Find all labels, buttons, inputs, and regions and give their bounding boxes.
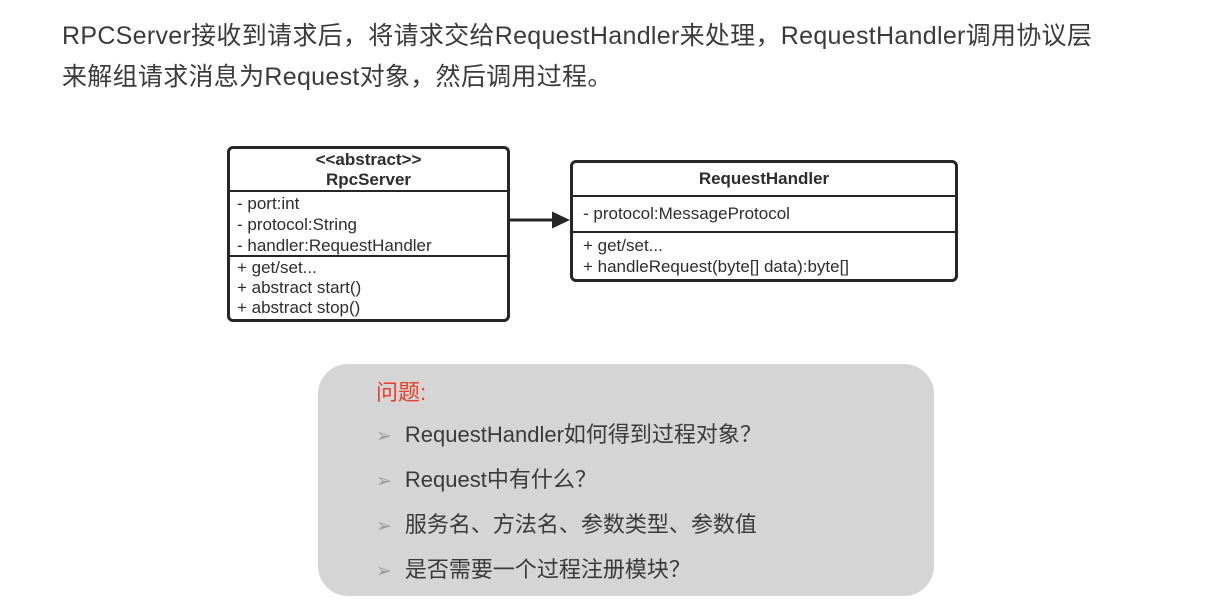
note-item: ➢ 是否需要一个过程注册模块？ [376, 555, 914, 587]
uml-attribute: - protocol:MessageProtocol [583, 204, 790, 223]
association-arrow-icon [508, 211, 570, 229]
uml-attribute: - port:int [237, 194, 300, 213]
note-item: ➢ RequestHandler如何得到过程对象？ [376, 420, 914, 452]
uml-class-rpcserver-attributes: - port:int - protocol:String - handler:R… [230, 190, 507, 255]
uml-class-name: RequestHandler [698, 169, 830, 188]
uml-class-rpcserver-header: <<abstract>> RpcServer [230, 149, 507, 190]
note-item: ➢ 服务名、方法名、参数类型、参数值 [376, 510, 914, 542]
uml-method: + get/set... [583, 236, 663, 255]
note-item-text: RequestHandler如何得到过程对象？ [404, 422, 762, 447]
uml-attribute: - protocol:String [237, 215, 357, 234]
intro-paragraph: RPCServer接收到请求后，将请求交给RequestHandler来处理，R… [62, 16, 1182, 98]
note-item-text: 是否需要一个过程注册模块？ [404, 557, 691, 582]
note-item-text: 服务名、方法名、参数类型、参数值 [404, 512, 757, 537]
uml-method: + abstract stop() [237, 298, 361, 317]
uml-class-requesthandler: RequestHandler - protocol:MessageProtoco… [570, 160, 958, 282]
arrowhead-bullet-icon: ➢ [376, 516, 392, 537]
note-item-text: Request中有什么？ [404, 467, 597, 492]
uml-attribute: - handler:RequestHandler [237, 236, 432, 255]
uml-class-requesthandler-attributes: - protocol:MessageProtocol [573, 195, 955, 231]
uml-class-requesthandler-header: RequestHandler [573, 163, 955, 195]
uml-method: + abstract start() [237, 278, 362, 297]
uml-class-requesthandler-methods: + get/set... + handleRequest(byte[] data… [573, 231, 955, 277]
uml-stereotype: <<abstract>> [315, 150, 422, 169]
uml-method: + handleRequest(byte[] data):byte[] [583, 257, 850, 276]
intro-paragraph-line: 来解组请求消息为Request对象，然后调用过程。 [62, 63, 613, 91]
uml-class-rpcserver: <<abstract>> RpcServer - port:int - prot… [227, 146, 510, 322]
uml-method: + get/set... [237, 258, 317, 277]
note-item: ➢ Request中有什么？ [376, 465, 914, 497]
arrowhead-bullet-icon: ➢ [376, 471, 392, 492]
question-note: 问题: ➢ RequestHandler如何得到过程对象？ ➢ Request中… [318, 364, 934, 596]
note-title: 问题: [376, 380, 427, 405]
intro-paragraph-line: RPCServer接收到请求后，将请求交给RequestHandler来处理，R… [62, 22, 1093, 50]
arrowhead-bullet-icon: ➢ [376, 561, 392, 582]
uml-class-rpcserver-methods: + get/set... + abstract start() + abstra… [230, 255, 507, 317]
arrowhead-bullet-icon: ➢ [376, 426, 392, 447]
uml-class-name: RpcServer [325, 170, 412, 189]
